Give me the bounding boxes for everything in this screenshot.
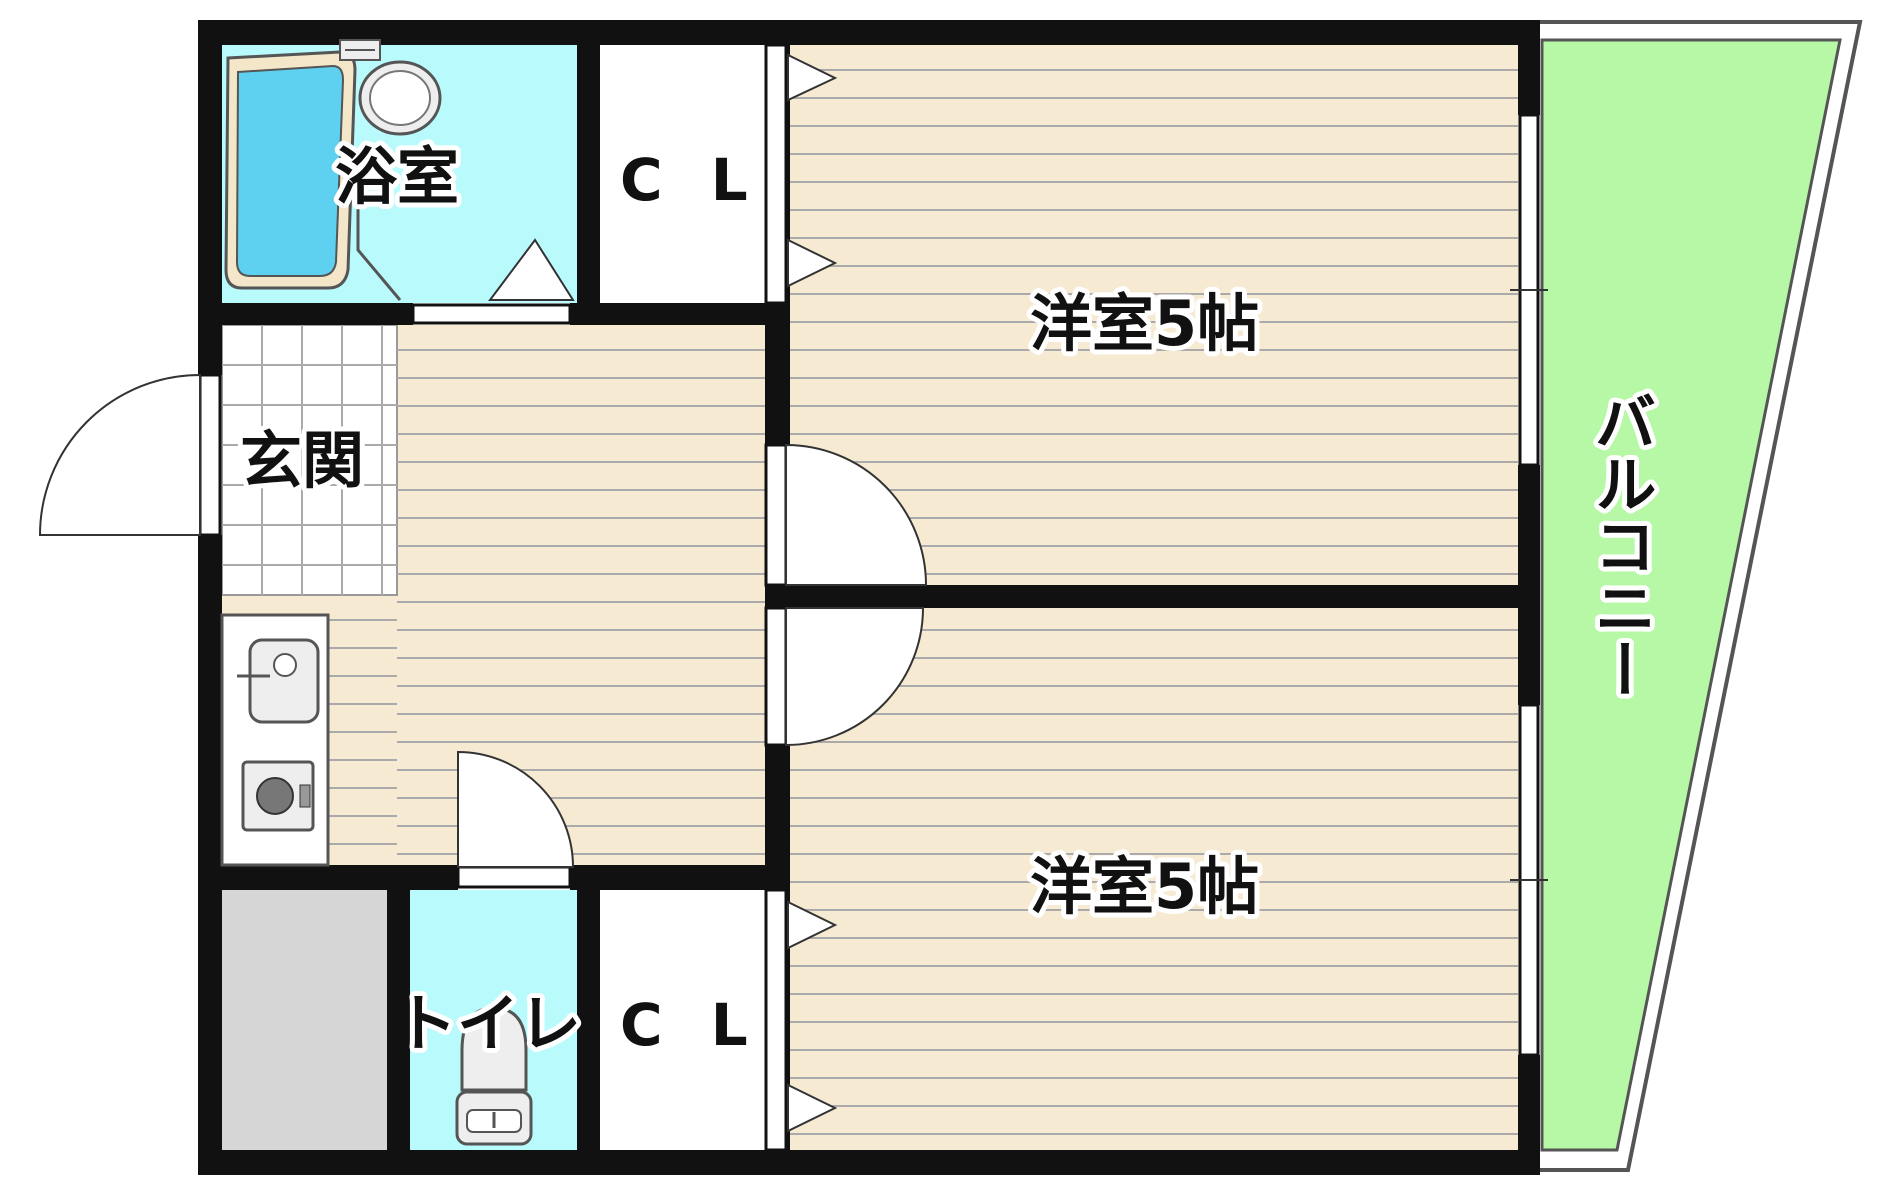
entry-door-jamb — [198, 373, 222, 537]
stove-burner-icon — [256, 777, 294, 815]
toilet-fixture — [455, 1006, 533, 1146]
sink-drain-icon — [273, 653, 297, 677]
closet-top-door-icon-1 — [787, 53, 838, 102]
closet-top-door-track — [764, 43, 788, 305]
wall-toilet-closet — [577, 890, 600, 1175]
closet-top-label: C L — [620, 146, 762, 214]
bathtub-water-icon — [235, 64, 345, 277]
wall-right-a — [1518, 20, 1540, 115]
closet-bottom-door-track — [764, 888, 788, 1152]
entrance-label: 玄関 — [240, 424, 364, 497]
room-top-door-jamb — [764, 443, 788, 587]
room-bottom-door-swing-icon — [785, 607, 925, 747]
wall-bath-closet — [577, 20, 600, 325]
wall-right-c — [1518, 1055, 1540, 1175]
wall-top — [198, 20, 1540, 45]
western-room-bottom-label: 洋室5帖 — [1030, 850, 1259, 923]
balcony — [1533, 20, 1863, 1172]
wall-bath-bottom-left — [198, 303, 413, 325]
toilet-door-swing-icon — [457, 750, 575, 868]
windows — [198, 43, 1540, 1152]
bath-label: 浴室 — [335, 140, 459, 213]
storage-area — [222, 890, 387, 1152]
closet-bottom-floor — [600, 890, 765, 1152]
entrance-floor — [221, 324, 398, 596]
wall-dk-bottom-right — [570, 865, 790, 890]
kitchen-fixtures — [220, 613, 330, 867]
wall-left-lower — [198, 535, 222, 1175]
toilet-door-opening — [456, 865, 572, 889]
closet-bottom-door-icon-1 — [787, 900, 838, 950]
closet-bottom-label: C L — [620, 991, 762, 1059]
room-top-door-swing-icon — [785, 443, 928, 586]
closet-top-floor — [600, 43, 765, 303]
entrance-tile-grid — [222, 325, 397, 595]
closet-door-triangles — [787, 53, 838, 1133]
bath-door-swing-icon — [488, 238, 575, 301]
wall-rooms-divider — [765, 585, 1540, 608]
kitchen-sink-icon — [248, 638, 320, 724]
bathroom-fixtures — [224, 39, 442, 301]
closet-bottom-door-icon-2 — [787, 1083, 838, 1133]
bath-door-opening — [411, 303, 572, 325]
room-bottom-door-jamb — [764, 606, 788, 747]
room-labels: 浴室 C L 洋室5帖 玄関 洋室5帖 トイレ C L バルコニー — [235, 135, 1662, 1065]
toilet-bowl-icon — [460, 1006, 528, 1092]
wood-floor-lines — [328, 69, 1518, 1135]
wall-dk-bottom-left — [198, 865, 458, 890]
balcony-label: バルコニー — [1584, 390, 1657, 700]
door-swings — [38, 238, 928, 868]
western-room-top-label: 洋室5帖 — [1030, 287, 1259, 360]
western-room-top-floor — [790, 43, 1520, 588]
wash-basin-inner-icon — [369, 70, 431, 126]
wall-bottom — [198, 1150, 1540, 1175]
wall-bath-bottom-right — [570, 303, 767, 325]
entry-door-swing-icon — [38, 373, 201, 536]
wall-storage-toilet — [387, 890, 410, 1175]
toilet-label: トイレ — [395, 987, 581, 1060]
balcony-floor — [1540, 38, 1842, 1152]
closet-top-door-icon-2 — [787, 238, 838, 288]
western-room-bottom-floor — [790, 608, 1520, 1150]
wash-area-outline — [356, 150, 402, 301]
